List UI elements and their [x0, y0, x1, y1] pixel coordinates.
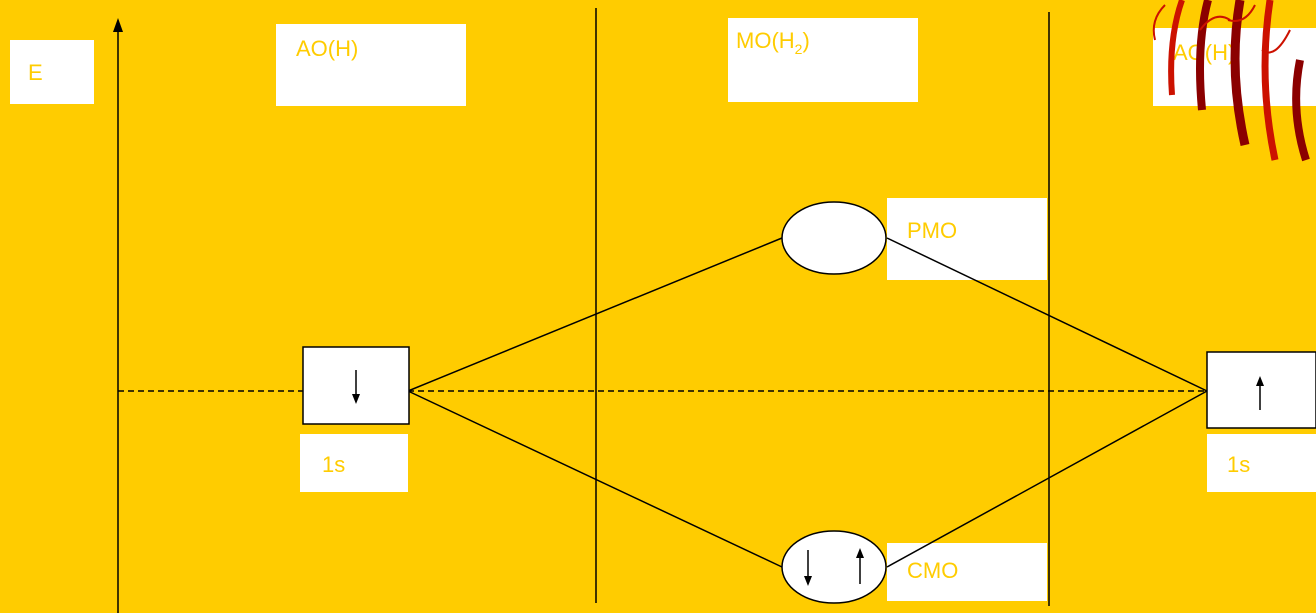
electron-up-arrow [1256, 376, 1264, 410]
energy-axis-label: E [28, 60, 43, 85]
left-1s-label-box: 1s [300, 434, 408, 492]
middle-column-header: MO(H2) [728, 18, 918, 102]
bonding-orbital [781, 530, 887, 604]
energy-axis-arrowhead [113, 18, 123, 32]
right-ao-box [1206, 351, 1316, 429]
right-1s-label-box: 1s [1207, 434, 1316, 492]
correlation-left-to-cmo [407, 390, 783, 568]
antibonding-orbital [781, 201, 887, 275]
energy-label-box: E [10, 40, 94, 104]
pmo-label: PMO [907, 218, 958, 243]
cmo-label: CMO [907, 558, 959, 583]
left-column-header: AO(H) [276, 24, 466, 106]
pmo-label-box: PMO [887, 198, 1047, 280]
correlation-left-to-pmo [407, 237, 783, 392]
left-1s-label: 1s [322, 452, 346, 477]
middle-column-title: MO(H2) [736, 28, 810, 57]
left-column-title: AO(H) [296, 36, 359, 61]
bonding-electron-down-arrow [804, 550, 812, 586]
flame-decoration [1152, 0, 1310, 162]
correlation-pmo-to-right [886, 237, 1208, 392]
bonding-electron-up-arrow [856, 548, 864, 584]
electron-down-arrow [352, 370, 360, 404]
correlation-cmo-to-right [886, 390, 1208, 568]
right-1s-label: 1s [1227, 452, 1251, 477]
